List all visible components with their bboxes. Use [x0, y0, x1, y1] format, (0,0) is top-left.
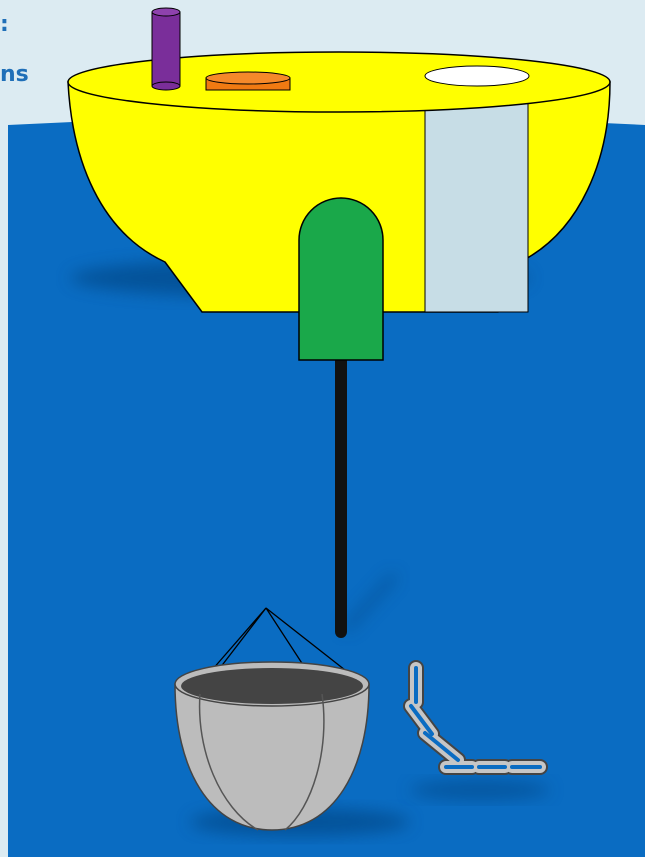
partial-label-left: ns	[0, 62, 29, 87]
buoy-deck	[67, 51, 611, 113]
hatch-icon	[424, 65, 530, 87]
chain-icon	[403, 660, 548, 775]
partial-label-top: :	[0, 12, 9, 37]
anchor-weight-icon	[174, 661, 370, 831]
antenna-post-icon	[151, 7, 181, 91]
cable-shadow	[342, 572, 398, 633]
buoy-side-panel	[424, 99, 529, 313]
sensor-housing-icon	[298, 197, 384, 361]
chain-shadow	[410, 780, 550, 800]
disc-sensor-icon	[205, 71, 291, 91]
